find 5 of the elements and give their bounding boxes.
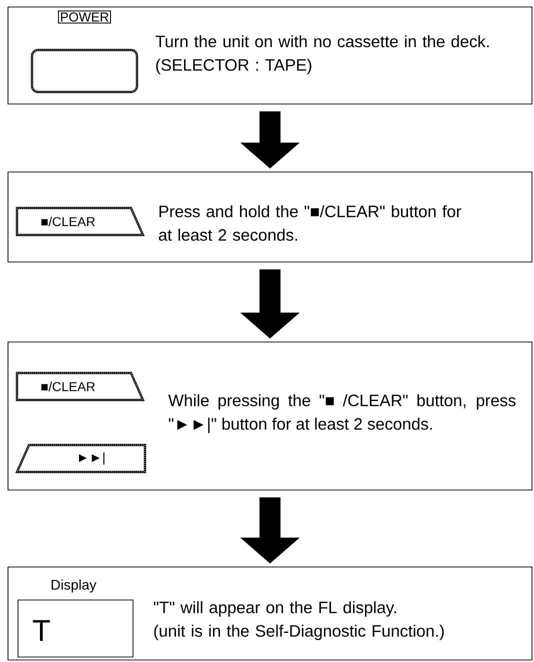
key-button: ■/CLEAR — [16, 372, 145, 402]
button-label: POWER — [58, 10, 111, 24]
display-heading: Display — [52, 579, 96, 593]
display-window: T — [18, 600, 134, 658]
key-button: ■/CLEAR — [16, 206, 145, 236]
